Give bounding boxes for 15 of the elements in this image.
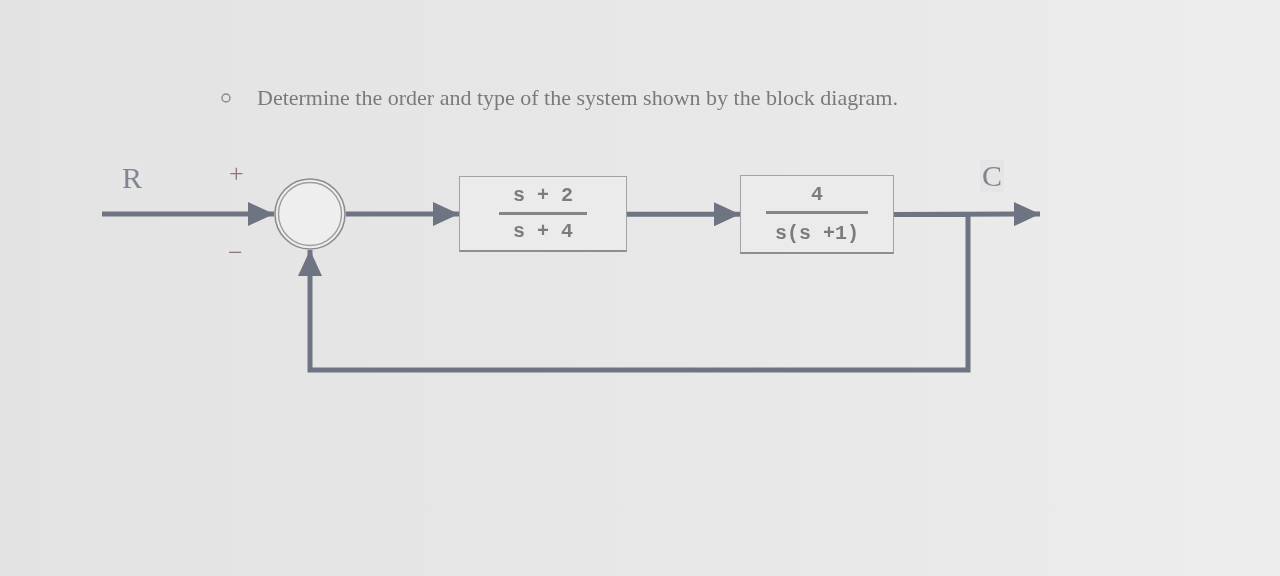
summing-junction — [274, 178, 346, 250]
denominator: s + 4 — [512, 221, 574, 243]
numerator: 4 — [810, 184, 824, 206]
arrow — [627, 202, 740, 227]
plus-sign: + — [229, 161, 244, 187]
arrow — [298, 212, 971, 373]
arrow — [346, 202, 459, 226]
signal-label: C — [980, 160, 1004, 192]
minus-sign: − — [228, 240, 243, 266]
transfer-function-block — [459, 176, 627, 252]
numerator: s + 2 — [512, 185, 574, 207]
denominator: s(s +1) — [774, 223, 860, 245]
arrow — [102, 202, 274, 226]
transfer-function-block — [740, 175, 894, 254]
question-text: Determine the order and type of the system shown by the block diagram. — [257, 84, 898, 112]
